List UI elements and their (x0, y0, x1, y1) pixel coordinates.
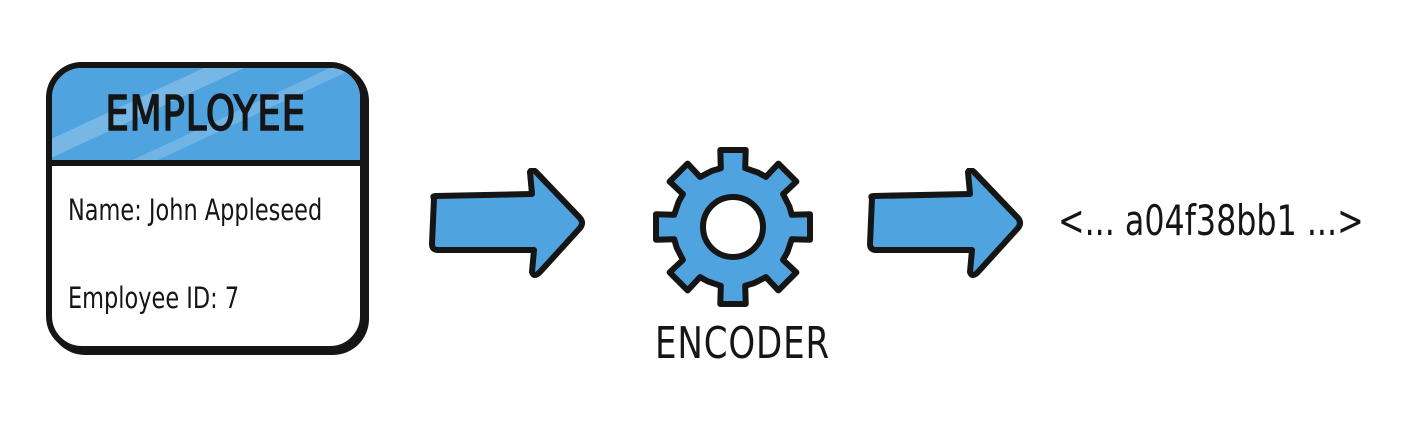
employee-card: EMPLOYEE Name: John Appleseed Employee I… (46, 62, 366, 352)
right-arrow-icon (429, 168, 585, 278)
employee-card-title: EMPLOYEE (105, 85, 307, 143)
employee-name-line: Name: John Appleseed (68, 193, 323, 227)
employee-id-line: Employee ID: 7 (68, 281, 240, 315)
right-arrow-icon (867, 168, 1023, 278)
employee-card-header: EMPLOYEE (52, 68, 360, 166)
gear-icon (653, 147, 813, 307)
encoder-label: ENCODER (655, 318, 830, 369)
encoded-output: <... a04f38bb1 ...> (1058, 196, 1364, 245)
